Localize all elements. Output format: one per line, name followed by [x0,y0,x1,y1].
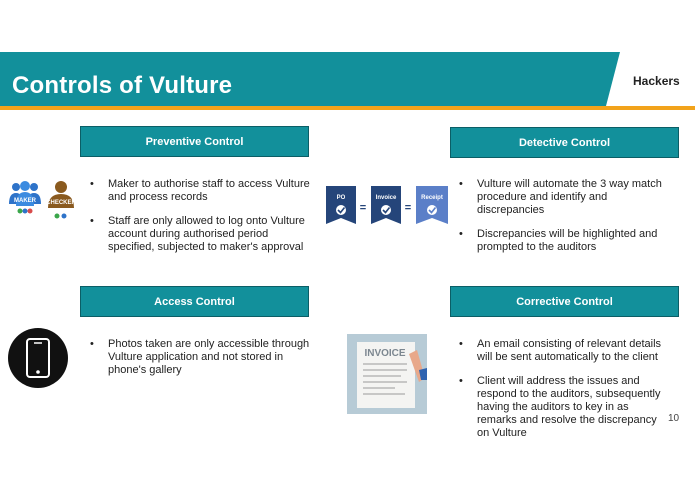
brand-name: Hackers [633,74,680,88]
list-item: Staff are only allowed to log onto Vultu… [86,215,311,254]
equals-sign: = [405,202,411,214]
smartphone-icon [8,328,68,388]
list-item: Maker to authorise staff to access Vultu… [86,178,311,204]
preventive-control-title: Preventive Control [80,126,309,157]
access-bullets: Photos taken are only accessible through… [86,338,311,388]
header-band [0,52,695,106]
invoice-chip-label: Invoice [376,195,397,201]
brand-box [606,52,695,106]
list-item: Discrepancies will be highlighted and pr… [455,228,670,254]
list-item: Vulture will automate the 3 way match pr… [455,178,670,217]
detective-bullets: Vulture will automate the 3 way match pr… [455,178,670,265]
access-control-title: Access Control [80,286,309,317]
list-item: An email consisting of relevant details … [455,338,670,364]
receipt-chip-label: Receipt [421,195,443,201]
three-way-match-icon: PO = Invoice = Receipt [326,186,448,224]
slide-title: Controls of Vulture [12,72,233,99]
header-accent-stripe [0,106,695,110]
list-item: Photos taken are only accessible through… [86,338,311,377]
detective-control-title: Detective Control [450,127,679,158]
checker-label: CHECKER [46,200,76,206]
invoice-doc-label: INVOICE [364,348,405,359]
po-label: PO [337,195,346,201]
corrective-bullets: An email consisting of relevant details … [455,338,670,451]
corrective-control-title: Corrective Control [450,286,679,317]
page-number: 10 [668,413,680,424]
list-item: Client will address the issues and respo… [455,375,670,440]
invoice-document-icon: INVOICE [347,334,427,414]
equals-sign: = [360,202,366,214]
maker-checker-icon: MAKER CHECKER [9,181,77,219]
maker-label: MAKER [14,198,37,204]
preventive-bullets: Maker to authorise staff to access Vultu… [86,178,311,265]
